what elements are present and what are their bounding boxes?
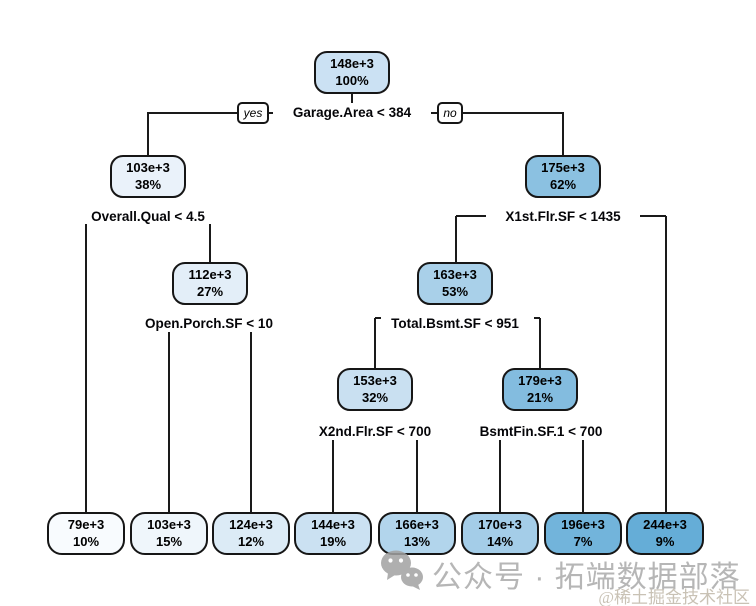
- tree-node-112e3: 112e+3 27%: [172, 262, 248, 305]
- split-label-2nd-flr-sf: X2nd.Flr.SF < 700: [318, 424, 432, 439]
- watermark-credit-text: @稀土掘金技术社区: [598, 588, 750, 606]
- split-label-overall-qual: Overall.Qual < 4.5: [91, 209, 205, 224]
- node-percent: 100%: [335, 72, 369, 88]
- node-value: 179e+3: [518, 373, 562, 389]
- node-value: 244e+3: [643, 517, 687, 533]
- tree-leaf-5: 166e+3 13%: [378, 512, 456, 555]
- node-percent: 38%: [134, 176, 162, 192]
- tree-leaf-2: 103e+3 15%: [130, 512, 208, 555]
- node-value: 170e+3: [478, 517, 522, 533]
- tree-leaf-1: 79e+3 10%: [47, 512, 125, 555]
- node-percent: 12%: [237, 533, 265, 549]
- split-label-open-porch-sf: Open.Porch.SF < 10: [145, 316, 273, 331]
- node-percent: 21%: [526, 389, 554, 405]
- tree-leaf-8: 244e+3 9%: [626, 512, 704, 555]
- tree-leaf-6: 170e+3 14%: [461, 512, 539, 555]
- node-percent: 14%: [486, 533, 514, 549]
- branch-no-box: no: [437, 102, 463, 124]
- node-value: 112e+3: [188, 267, 232, 283]
- split-label-1st-flr-sf: X1st.Flr.SF < 1435: [505, 209, 621, 224]
- tree-node-153e3: 153e+3 32%: [337, 368, 413, 411]
- node-value: 175e+3: [541, 160, 585, 176]
- node-value: 144e+3: [311, 517, 355, 533]
- split-label-total-bsmt-sf: Total.Bsmt.SF < 951: [391, 316, 519, 331]
- node-value: 148e+3: [330, 56, 374, 72]
- node-percent: 19%: [319, 533, 347, 549]
- split-label-bsmtfin-sf1: BsmtFin.SF.1 < 700: [479, 424, 603, 439]
- tree-leaf-3: 124e+3 12%: [212, 512, 290, 555]
- tree-node-179e3: 179e+3 21%: [502, 368, 578, 411]
- tree-leaf-4: 144e+3 19%: [294, 512, 372, 555]
- node-value: 79e+3: [67, 517, 105, 533]
- wechat-icon: [381, 550, 423, 590]
- tree-node-163e3: 163e+3 53%: [417, 262, 493, 305]
- tree-leaf-7: 196e+3 7%: [544, 512, 622, 555]
- node-value: 124e+3: [229, 517, 273, 533]
- node-percent: 62%: [549, 176, 577, 192]
- watermark-source-text: 公众号 · 拓端数据部落: [432, 561, 741, 594]
- node-value: 103e+3: [126, 160, 170, 176]
- tree-node-right: 175e+3 62%: [525, 155, 601, 198]
- node-percent: 32%: [361, 389, 389, 405]
- node-value: 163e+3: [433, 267, 477, 283]
- tree-node-root: 148e+3 100%: [314, 51, 390, 94]
- node-percent: 7%: [573, 533, 593, 549]
- node-value: 103e+3: [147, 517, 191, 533]
- branch-yes-box: yes: [237, 102, 269, 124]
- node-value: 196e+3: [561, 517, 605, 533]
- node-percent: 9%: [655, 533, 675, 549]
- node-percent: 13%: [403, 533, 431, 549]
- node-value: 166e+3: [395, 517, 439, 533]
- node-percent: 15%: [155, 533, 183, 549]
- node-percent: 53%: [441, 283, 469, 299]
- split-label-garage-area: Garage.Area < 384: [292, 105, 412, 120]
- node-percent: 10%: [72, 533, 100, 549]
- node-percent: 27%: [196, 283, 224, 299]
- tree-node-left: 103e+3 38%: [110, 155, 186, 198]
- node-value: 153e+3: [353, 373, 397, 389]
